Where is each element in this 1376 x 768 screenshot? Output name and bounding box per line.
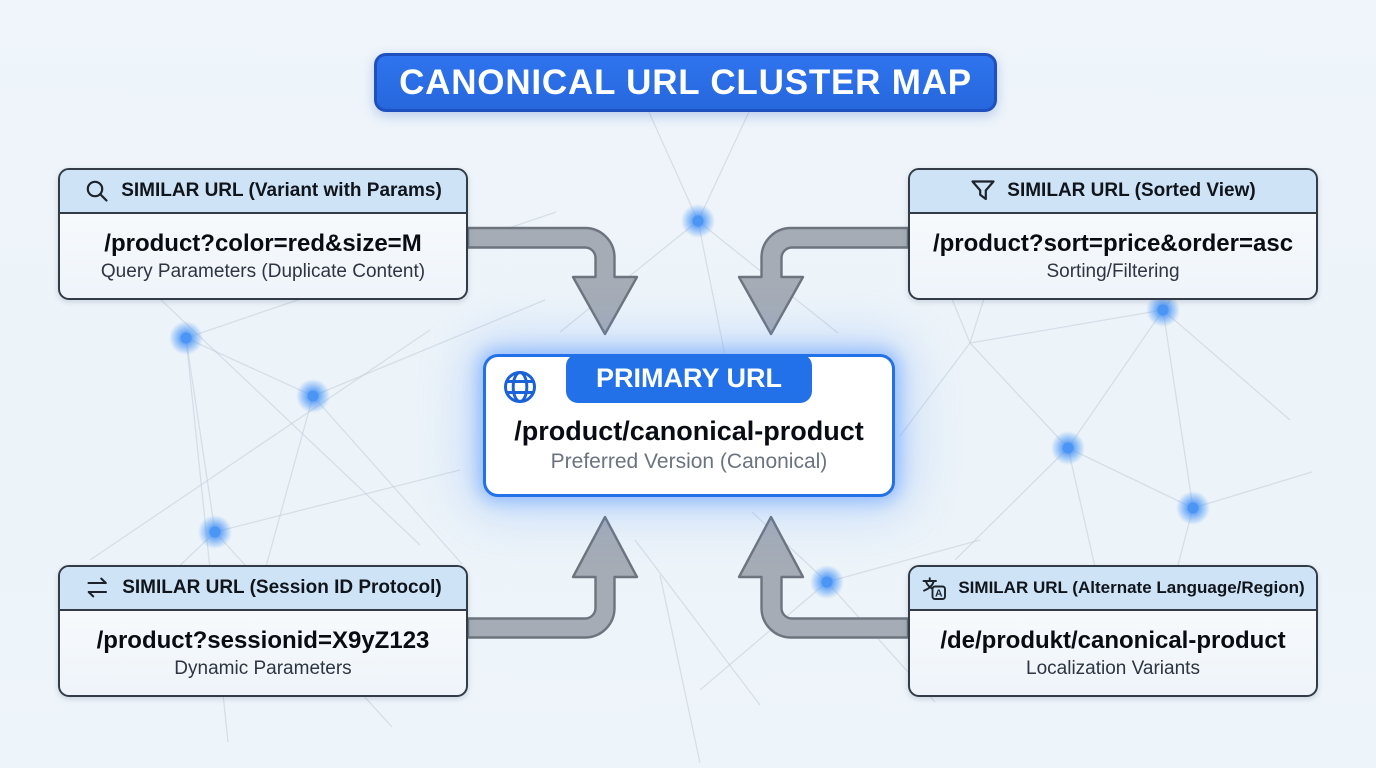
translate-icon: A xyxy=(921,575,947,601)
card-header: A SIMILAR URL (Alternate Language/Region… xyxy=(910,567,1316,611)
url-caption: Localization Variants xyxy=(1026,657,1200,679)
translate-icon-letter: A xyxy=(935,587,943,599)
primary-url-text: /product/canonical-product xyxy=(514,416,864,446)
primary-url-card: PRIMARY URL /product/canonical-product P… xyxy=(483,353,895,497)
card-body: /product?sort=price&order=asc Sorting/Fi… xyxy=(910,214,1316,298)
filter-icon xyxy=(970,178,996,204)
card-header: SIMILAR URL (Sorted View) xyxy=(910,170,1316,214)
network-nodes xyxy=(169,204,1210,599)
title-banner: CANONICAL URL CLUSTER MAP xyxy=(374,53,997,112)
card-header-label: SIMILAR URL (Variant with Params) xyxy=(121,180,442,201)
card-header: SIMILAR URL (Session ID Protocol) xyxy=(60,567,466,611)
page-title: CANONICAL URL CLUSTER MAP xyxy=(399,62,972,102)
card-body: /de/produkt/canonical-product Localizati… xyxy=(910,611,1316,695)
url-caption: Sorting/Filtering xyxy=(1046,260,1180,282)
url-caption: Query Parameters (Duplicate Content) xyxy=(100,260,426,282)
arrow-top-left-to-center xyxy=(466,226,639,336)
card-header-label: SIMILAR URL (Alternate Language/Region) xyxy=(958,578,1305,597)
url-text: /product?sort=price&order=asc xyxy=(932,229,1294,257)
url-text: /product?color=red&size=M xyxy=(104,229,422,257)
card-header-label: SIMILAR URL (Session ID Protocol) xyxy=(122,577,442,598)
primary-url-badge: PRIMARY URL xyxy=(565,353,813,403)
url-text: /product?sessionid=X9yZ123 xyxy=(96,626,430,654)
search-icon xyxy=(84,178,110,204)
arrow-bottom-right-to-center xyxy=(737,515,910,639)
similar-url-card-session-id: SIMILAR URL (Session ID Protocol) /produ… xyxy=(58,565,468,697)
similar-url-card-variant-params: SIMILAR URL (Variant with Params) /produ… xyxy=(58,168,468,300)
arrow-bottom-left-to-center xyxy=(466,515,639,639)
primary-url-caption: Preferred Version (Canonical) xyxy=(550,450,828,473)
card-body: /product?sessionid=X9yZ123 Dynamic Param… xyxy=(60,611,466,695)
arrow-top-right-to-center xyxy=(737,226,910,336)
similar-url-card-alternate-language: A SIMILAR URL (Alternate Language/Region… xyxy=(908,565,1318,697)
url-caption: Dynamic Parameters xyxy=(174,657,352,679)
card-header: SIMILAR URL (Variant with Params) xyxy=(60,170,466,214)
url-text: /de/produkt/canonical-product xyxy=(940,626,1286,654)
similar-url-card-sorted-view: SIMILAR URL (Sorted View) /product?sort=… xyxy=(908,168,1318,300)
globe-icon xyxy=(502,369,538,405)
swap-arrows-icon xyxy=(84,575,111,601)
card-header-label: SIMILAR URL (Sorted View) xyxy=(1007,180,1256,201)
card-body: /product?color=red&size=M Query Paramete… xyxy=(60,214,466,298)
